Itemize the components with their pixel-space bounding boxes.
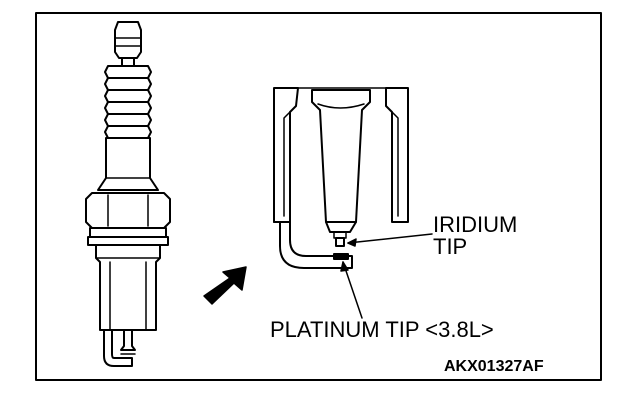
figure-code: AKX01327AF [444,358,544,375]
iridium-leader [347,233,433,244]
threaded-shell [95,244,161,331]
figure-frame [35,12,602,381]
terminal-nut [114,21,142,59]
tip-detail-view [273,87,409,269]
insulator-body [97,137,159,191]
platinum-tip-label: PLATINUM TIP <3.8L> [270,317,494,342]
platinum-tip [333,253,349,260]
iridium-label-line2: TIP [433,234,468,259]
detail-shell-right [385,87,409,223]
iridium-tip [335,237,345,247]
detail-insulator-nose [311,89,371,223]
leader-lines [340,233,433,319]
center-electrode [120,329,136,351]
insulator-ribs [104,65,152,139]
ground-electrode [103,329,133,367]
spark-plug-full-view [85,21,171,367]
iridium-tip-label: IRIDIUM TIP [433,214,517,258]
detail-ground-electrode [273,221,353,269]
detail-arrow [203,266,247,305]
gasket [89,227,167,238]
detail-center-electrode [325,221,357,233]
platinum-leader [342,261,363,319]
hex-nut [85,192,171,229]
detail-shell-left [273,87,299,223]
iridium-label-line1: IRIDIUM [433,212,518,237]
